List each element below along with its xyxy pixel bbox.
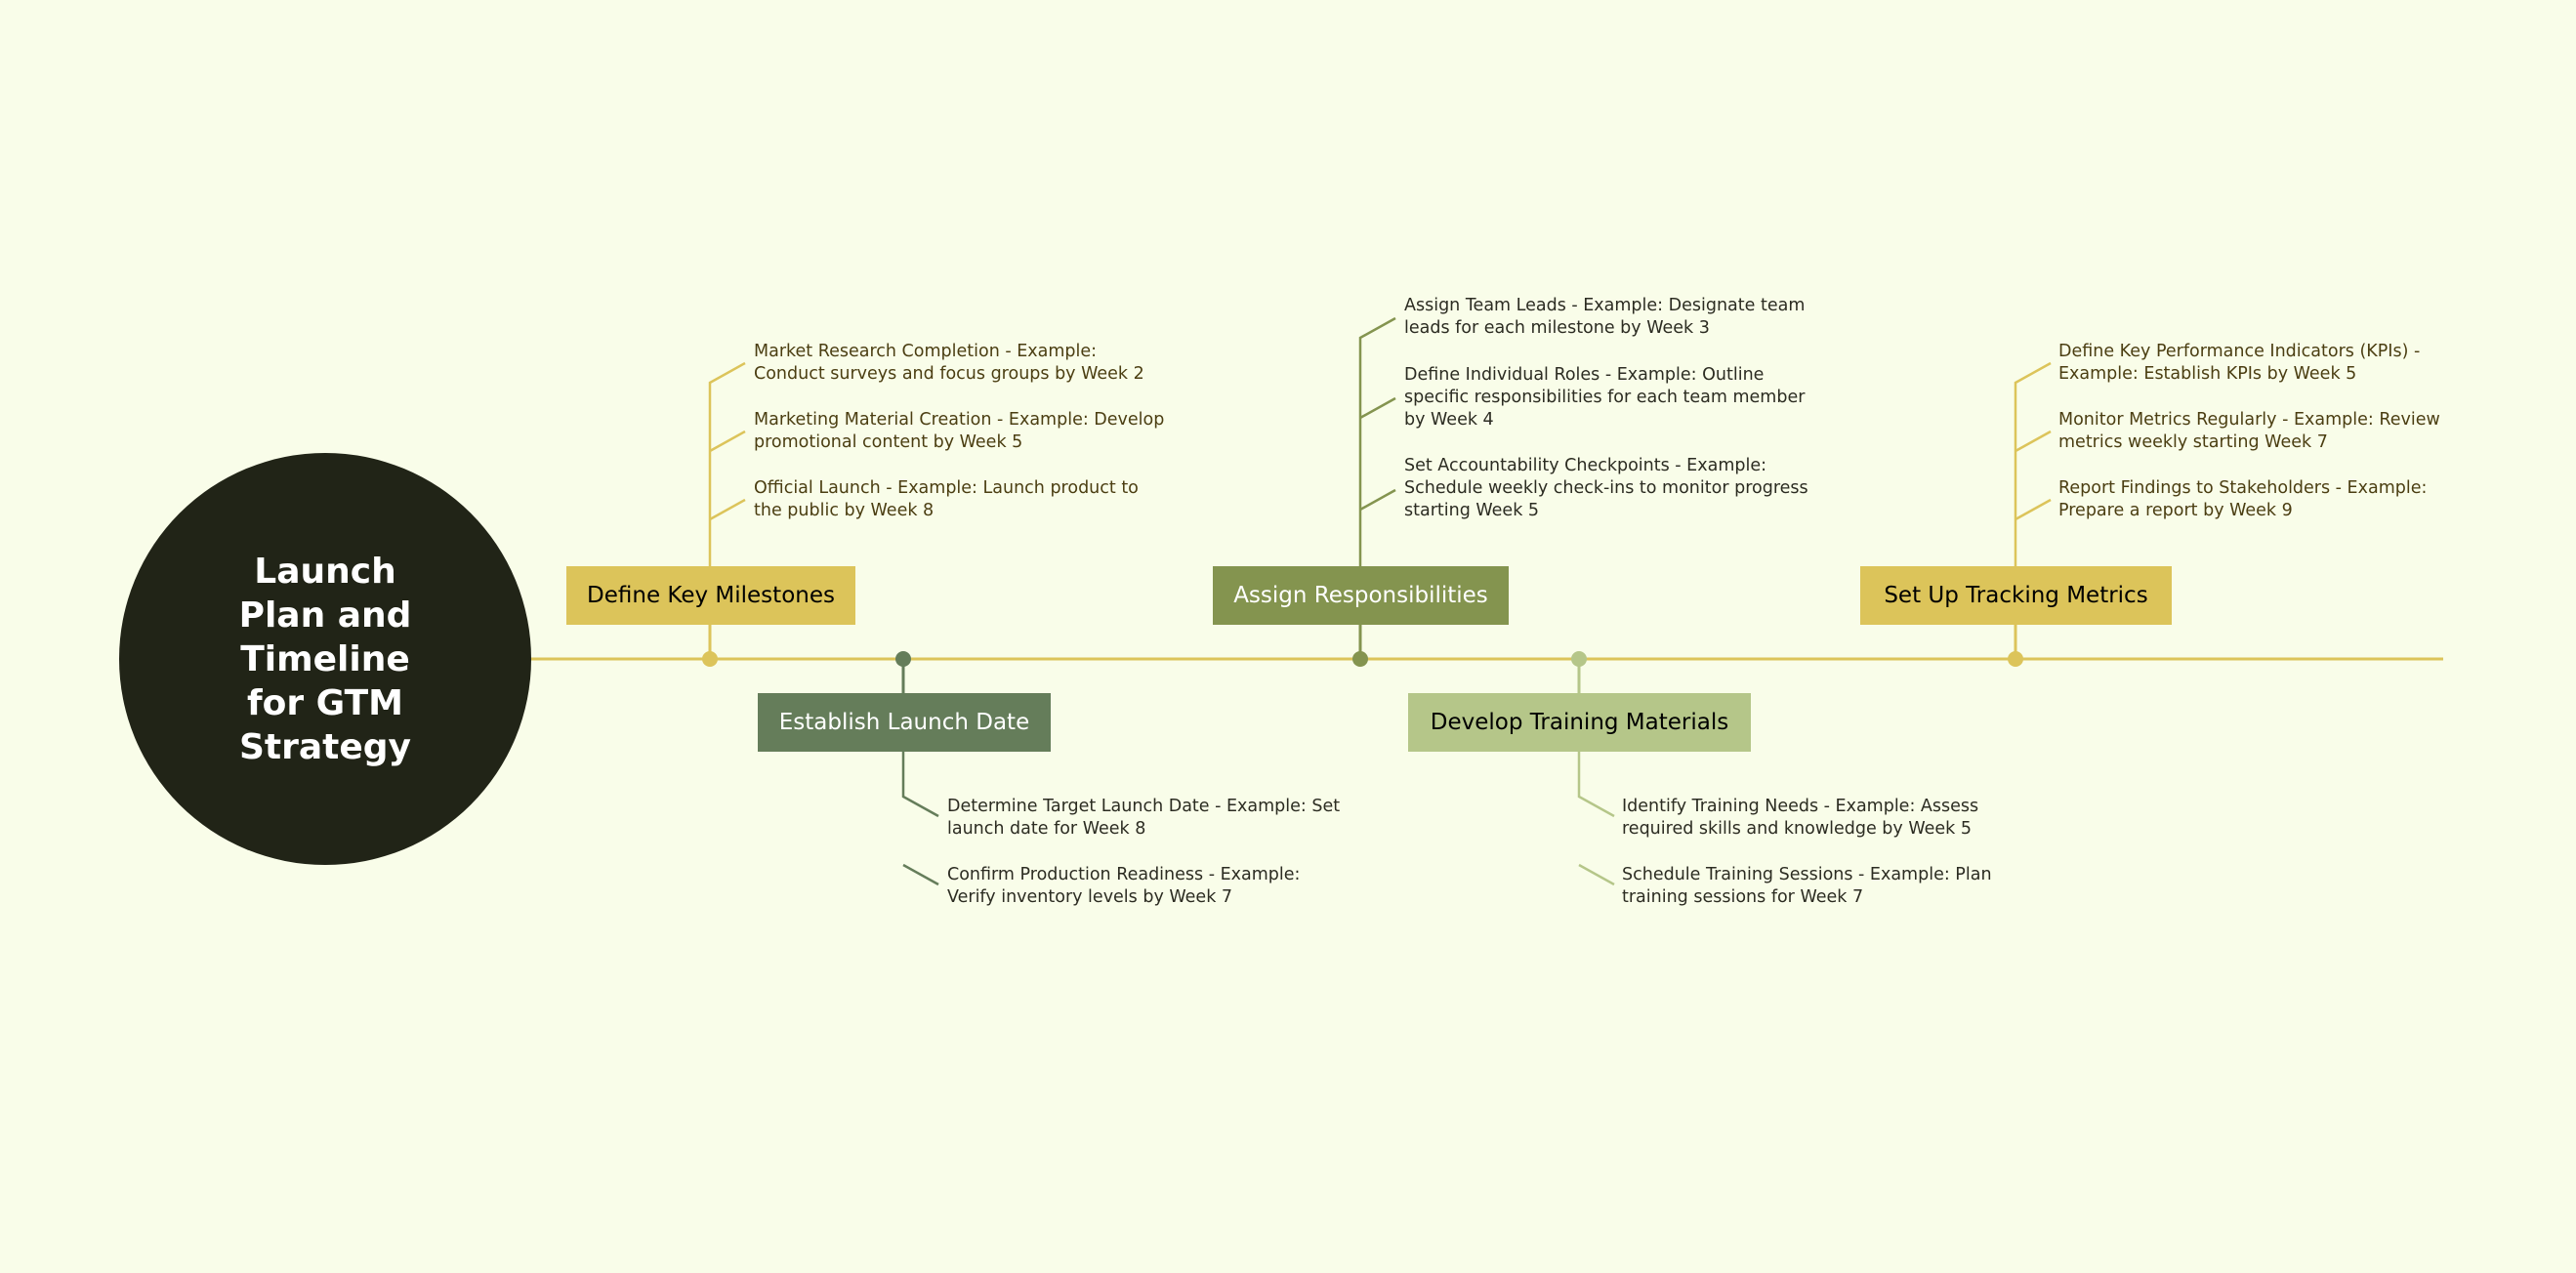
- branch-line: [2015, 498, 2052, 521]
- branch-line: [1358, 316, 1396, 566]
- branch-line: [2015, 430, 2052, 453]
- topic-assign-responsibilities[interactable]: Assign Responsibilities: [1213, 566, 1509, 625]
- topic-label: Assign Responsibilities: [1233, 583, 1488, 608]
- topic-develop-training-materials[interactable]: Develop Training Materials: [1408, 693, 1751, 752]
- subtopic-item[interactable]: Define Individual Roles - Example: Outli…: [1404, 365, 1806, 430]
- subtopic-item[interactable]: Confirm Production Readiness - Example: …: [947, 865, 1301, 907]
- subtopic-item[interactable]: Determine Target Launch Date - Example: …: [947, 797, 1341, 839]
- root-title: Launch Plan and Timeline for GTM Strateg…: [238, 551, 412, 767]
- topic-label: Define Key Milestones: [587, 583, 835, 608]
- subtopic-item[interactable]: Report Findings to Stakeholders - Exampl…: [2058, 478, 2428, 520]
- subtopic-item[interactable]: Market Research Completion - Example: Co…: [754, 342, 1144, 384]
- branch-line: [1359, 396, 1396, 420]
- subtopic-item[interactable]: Define Key Performance Indicators (KPIs)…: [2058, 342, 2421, 384]
- subtopic-item[interactable]: Monitor Metrics Regularly - Example: Rev…: [2058, 410, 2440, 452]
- branch-line: [709, 498, 746, 521]
- root-node[interactable]: Launch Plan and Timeline for GTM Strateg…: [119, 453, 531, 865]
- subtopic-item[interactable]: Assign Team Leads - Example: Designate t…: [1404, 296, 1806, 338]
- subtopic-item[interactable]: Schedule Training Sessions - Example: Pl…: [1622, 865, 1992, 907]
- topic-establish-launch-date[interactable]: Establish Launch Date: [758, 693, 1051, 752]
- branch-line: [902, 863, 939, 886]
- subtopic-item[interactable]: Official Launch - Example: Launch produc…: [754, 478, 1139, 520]
- branch-line: [709, 430, 746, 453]
- branch-line: [708, 361, 746, 566]
- timeline-node: [1352, 651, 1368, 667]
- topic-define-key-milestones[interactable]: Define Key Milestones: [566, 566, 855, 625]
- branch-line: [1577, 752, 1615, 818]
- timeline-node: [895, 651, 911, 667]
- topic-label: Establish Launch Date: [778, 710, 1030, 735]
- subtopic-item[interactable]: Marketing Material Creation - Example: D…: [754, 410, 1165, 452]
- topic-label: Develop Training Materials: [1430, 710, 1729, 735]
- branch-line: [901, 752, 939, 818]
- topic-label: Set Up Tracking Metrics: [1884, 583, 2148, 608]
- timeline-node: [2008, 651, 2023, 667]
- subtopic-item[interactable]: Identify Training Needs - Example: Asses…: [1622, 797, 1979, 839]
- topic-set-up-tracking-metrics[interactable]: Set Up Tracking Metrics: [1860, 566, 2172, 625]
- branch-line: [2014, 361, 2052, 566]
- branch-line: [1359, 488, 1396, 512]
- subtopic-item[interactable]: Set Accountability Checkpoints - Example…: [1404, 456, 1808, 520]
- timeline-node: [702, 651, 718, 667]
- branch-line: [1578, 863, 1615, 886]
- timeline-node: [1571, 651, 1587, 667]
